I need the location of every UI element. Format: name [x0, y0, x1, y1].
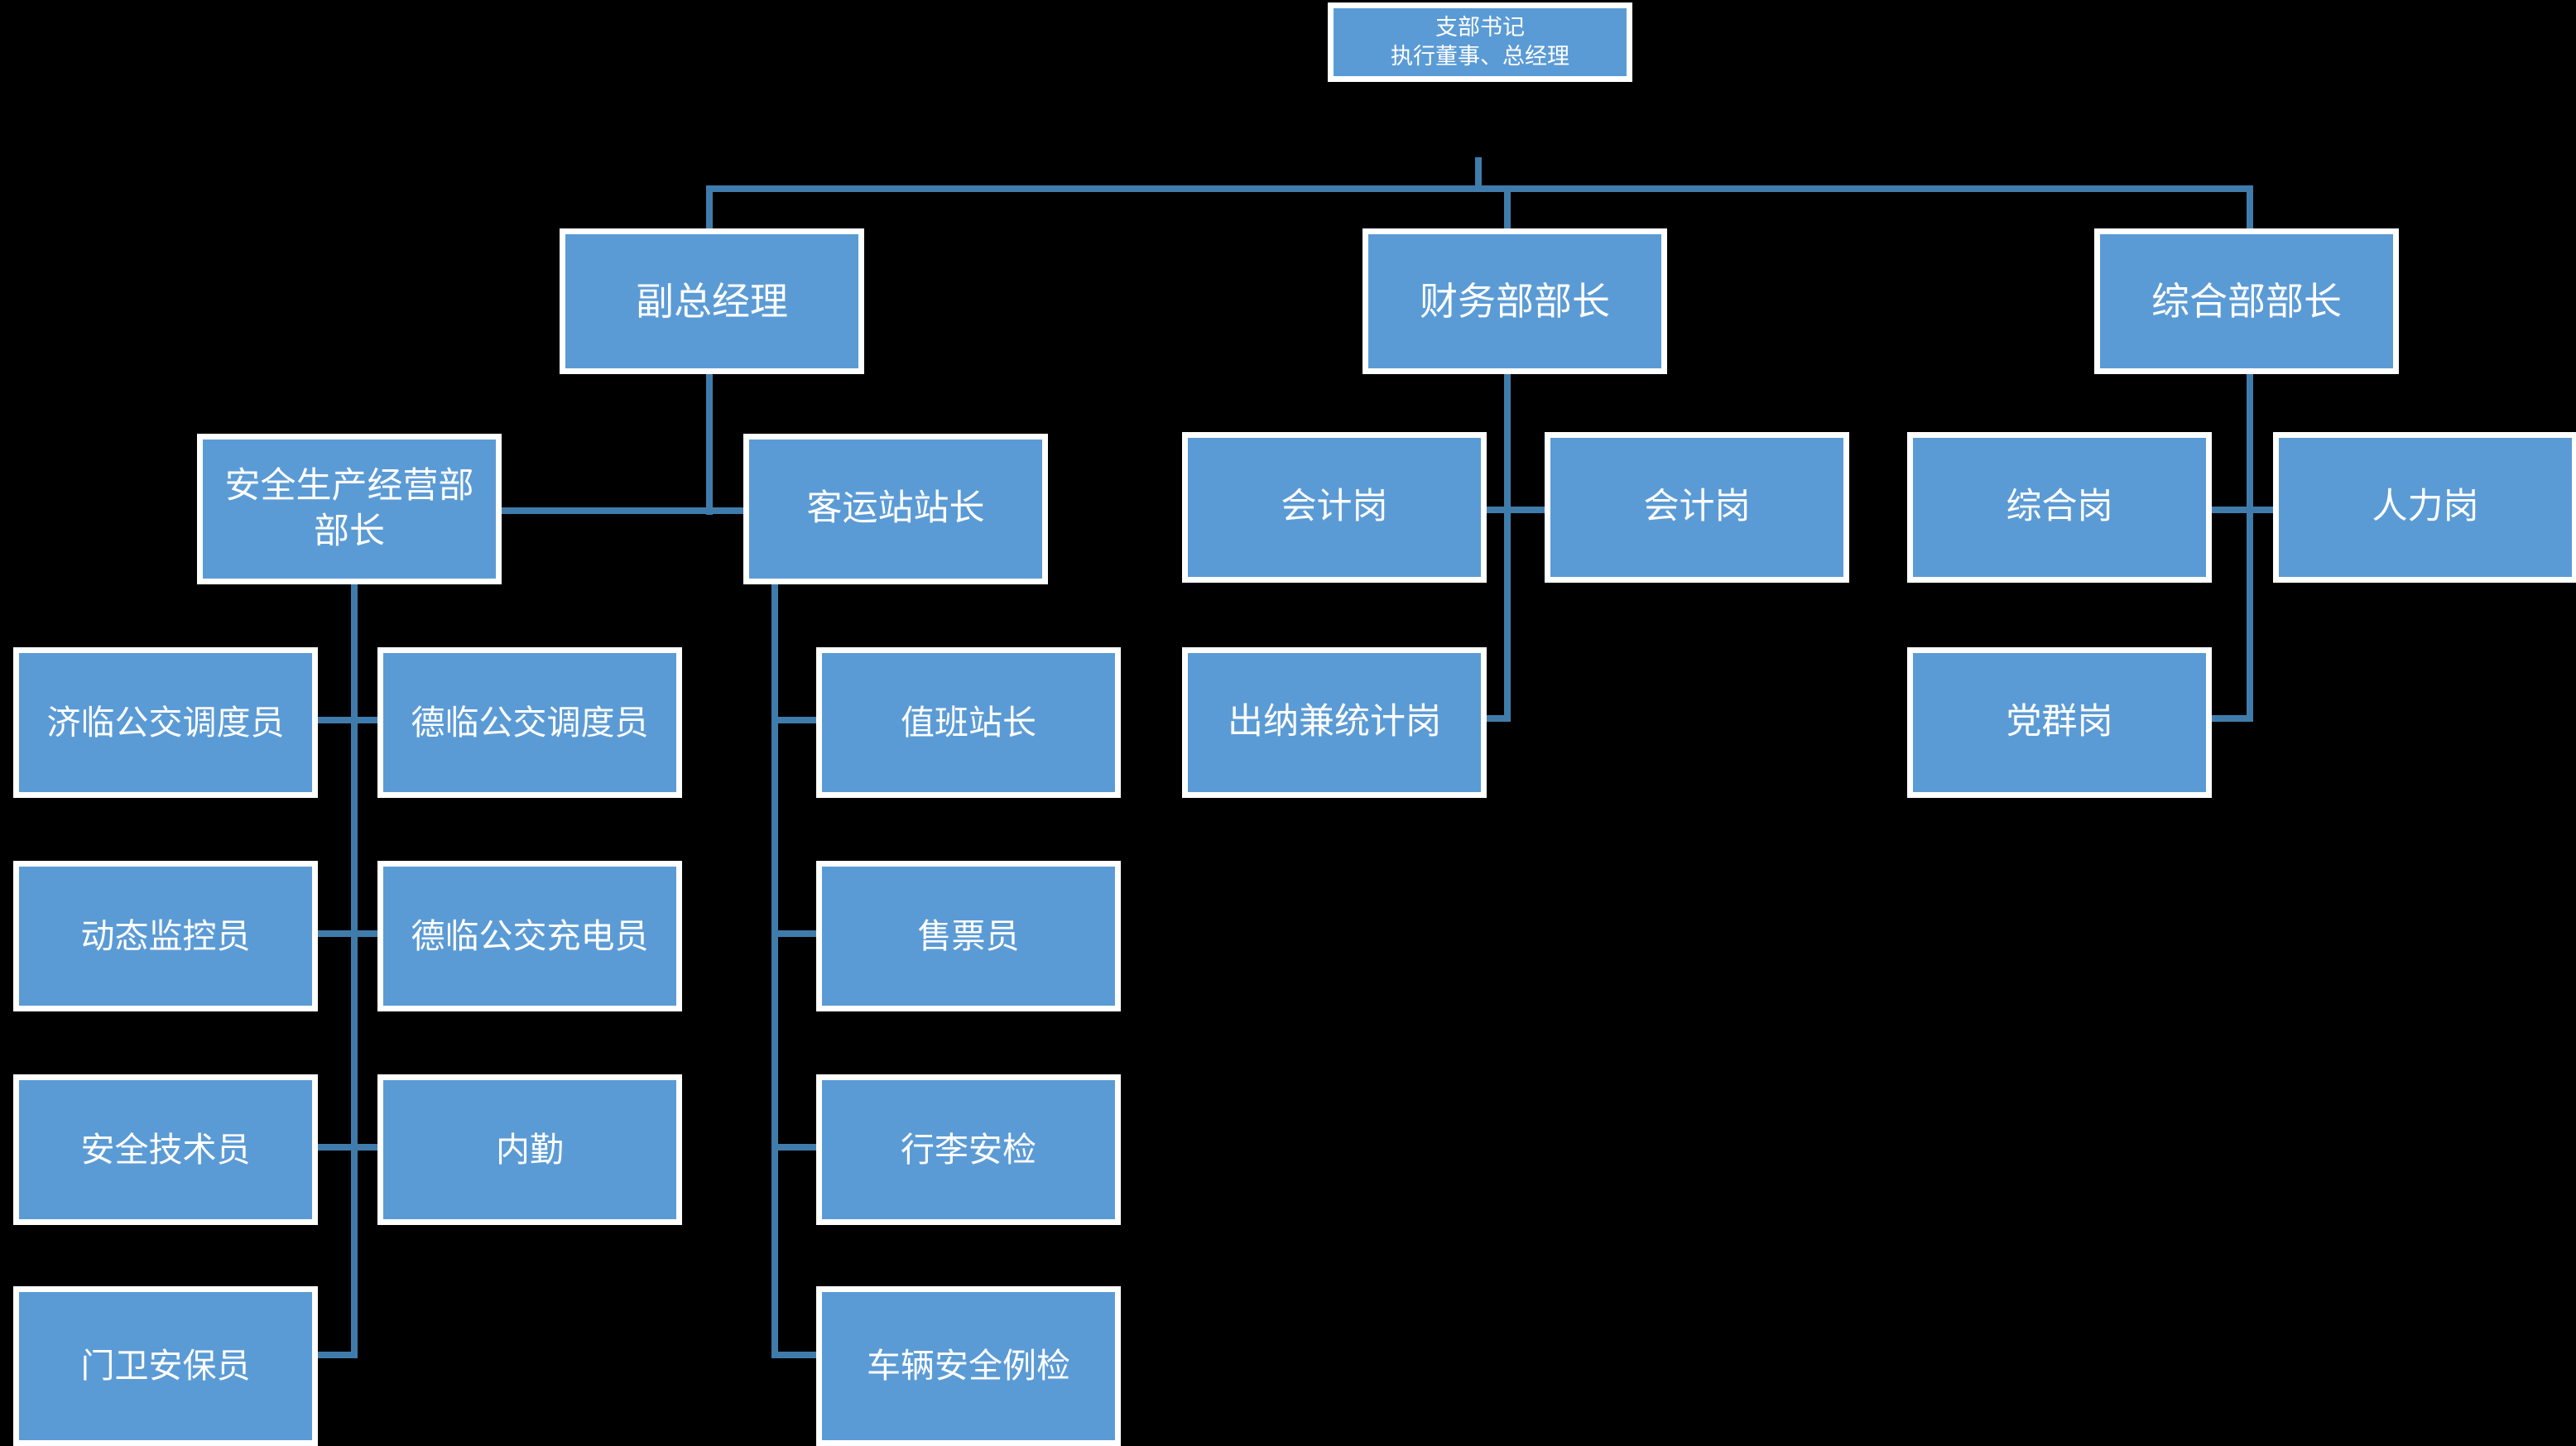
connector-station-spine: [771, 579, 778, 1358]
connector-station-child-4: [775, 1352, 818, 1358]
node-jilin-bus-dispatcher-label: 济临公交调度员: [46, 703, 285, 742]
connector-root-down: [1475, 157, 1482, 190]
node-delin-bus-dispatcher-label: 德临公交调度员: [411, 703, 649, 742]
connector-finance-spine: [1504, 374, 1511, 722]
connector-station-child-3: [775, 1144, 818, 1151]
node-safety-production-director[interactable]: 安全生产经营部部长: [197, 434, 502, 584]
node-dynamic-monitor[interactable]: 动态监控员: [13, 861, 318, 1011]
node-general-post-label: 综合岗: [2006, 487, 2113, 527]
connector-safety-child-3: [315, 1144, 394, 1151]
connector-level1-bus: [706, 185, 2253, 192]
connector-safety-child-1: [315, 717, 394, 723]
connector-station-child-2: [775, 930, 818, 937]
node-delin-bus-charger-label: 德临公交充电员: [411, 916, 649, 955]
node-safety-production-director-label: 安全生产经营部部长: [224, 465, 474, 551]
node-station-chief[interactable]: 客运站站长: [743, 434, 1048, 584]
connector-vgm-spine: [706, 374, 713, 515]
node-cashier-statistics[interactable]: 出纳兼统计岗: [1182, 647, 1487, 798]
connector-vgm-to-station: [709, 507, 746, 514]
node-delin-bus-charger[interactable]: 德临公交充电员: [377, 861, 682, 1011]
node-party-post[interactable]: 党群岗: [1907, 647, 2212, 798]
connector-bus-to-finance: [1504, 185, 1511, 232]
connector-bus-to-vgm: [706, 185, 713, 232]
node-accountant-2-label: 会计岗: [1643, 487, 1751, 527]
node-station-chief-label: 客运站站长: [806, 488, 985, 529]
node-general-affairs-director-label: 综合部部长: [2151, 279, 2342, 323]
node-deputy-general-manager-label: 副总经理: [636, 279, 788, 323]
node-vehicle-safety-inspection-label: 车辆安全例检: [867, 1347, 1070, 1386]
node-delin-bus-dispatcher[interactable]: 德临公交调度员: [377, 647, 682, 798]
connector-finance-cashier: [1469, 715, 1511, 722]
node-safety-technician-label: 安全技术员: [80, 1130, 251, 1169]
node-baggage-security-check-label: 行李安检: [901, 1130, 1036, 1169]
node-vehicle-safety-inspection[interactable]: 车辆安全例检: [816, 1286, 1121, 1446]
connector-safety-spine: [351, 579, 358, 1358]
node-duty-station-chief[interactable]: 值班站长: [816, 647, 1121, 798]
node-general-post[interactable]: 综合岗: [1907, 432, 2212, 583]
connector-vgm-to-safety: [497, 507, 710, 514]
node-gate-security-guard[interactable]: 门卫安保员: [13, 1286, 318, 1446]
connector-general-genpost: [2212, 507, 2253, 513]
node-accountant-2[interactable]: 会计岗: [1545, 432, 1849, 583]
connector-safety-child-2: [315, 930, 394, 937]
node-gate-security-guard-label: 门卫安保员: [80, 1347, 251, 1386]
node-deputy-general-manager[interactable]: 副总经理: [560, 228, 864, 374]
connector-general-hrpost: [2250, 507, 2291, 513]
connector-station-child-1: [775, 717, 818, 723]
node-ticket-seller[interactable]: 售票员: [816, 861, 1121, 1011]
connector-general-partypost: [2212, 715, 2253, 722]
connector-finance-acct2: [1507, 507, 1549, 513]
node-office-clerk[interactable]: 内勤: [377, 1074, 682, 1225]
node-baggage-security-check[interactable]: 行李安检: [816, 1074, 1121, 1225]
connector-safety-child-4: [315, 1352, 358, 1358]
node-accountant-1[interactable]: 会计岗: [1182, 432, 1487, 583]
node-office-clerk-label: 内勤: [496, 1130, 564, 1169]
node-general-affairs-director[interactable]: 综合部部长: [2094, 228, 2399, 374]
node-cashier-statistics-label: 出纳兼统计岗: [1228, 702, 1441, 742]
node-safety-technician[interactable]: 安全技术员: [13, 1074, 318, 1225]
connector-finance-acct1: [1469, 507, 1511, 513]
node-ticket-seller-label: 售票员: [917, 916, 1020, 955]
node-accountant-1-label: 会计岗: [1281, 487, 1388, 527]
node-jilin-bus-dispatcher[interactable]: 济临公交调度员: [13, 647, 318, 798]
node-dynamic-monitor-label: 动态监控员: [80, 916, 251, 955]
node-finance-director-label: 财务部部长: [1420, 279, 1610, 323]
node-root-line1: 支部书记: [1435, 15, 1525, 41]
connector-general-spine: [2247, 374, 2253, 722]
node-hr-post-label: 人力岗: [2372, 487, 2479, 527]
node-hr-post[interactable]: 人力岗: [2273, 432, 2576, 583]
node-party-post-label: 党群岗: [2006, 702, 2113, 742]
node-root[interactable]: 支部书记 执行董事、总经理: [1328, 2, 1632, 82]
node-finance-director[interactable]: 财务部部长: [1362, 228, 1667, 374]
node-root-line2: 执行董事、总经理: [1391, 44, 1569, 69]
node-duty-station-chief-label: 值班站长: [901, 703, 1036, 742]
connector-bus-to-general: [2247, 185, 2253, 232]
